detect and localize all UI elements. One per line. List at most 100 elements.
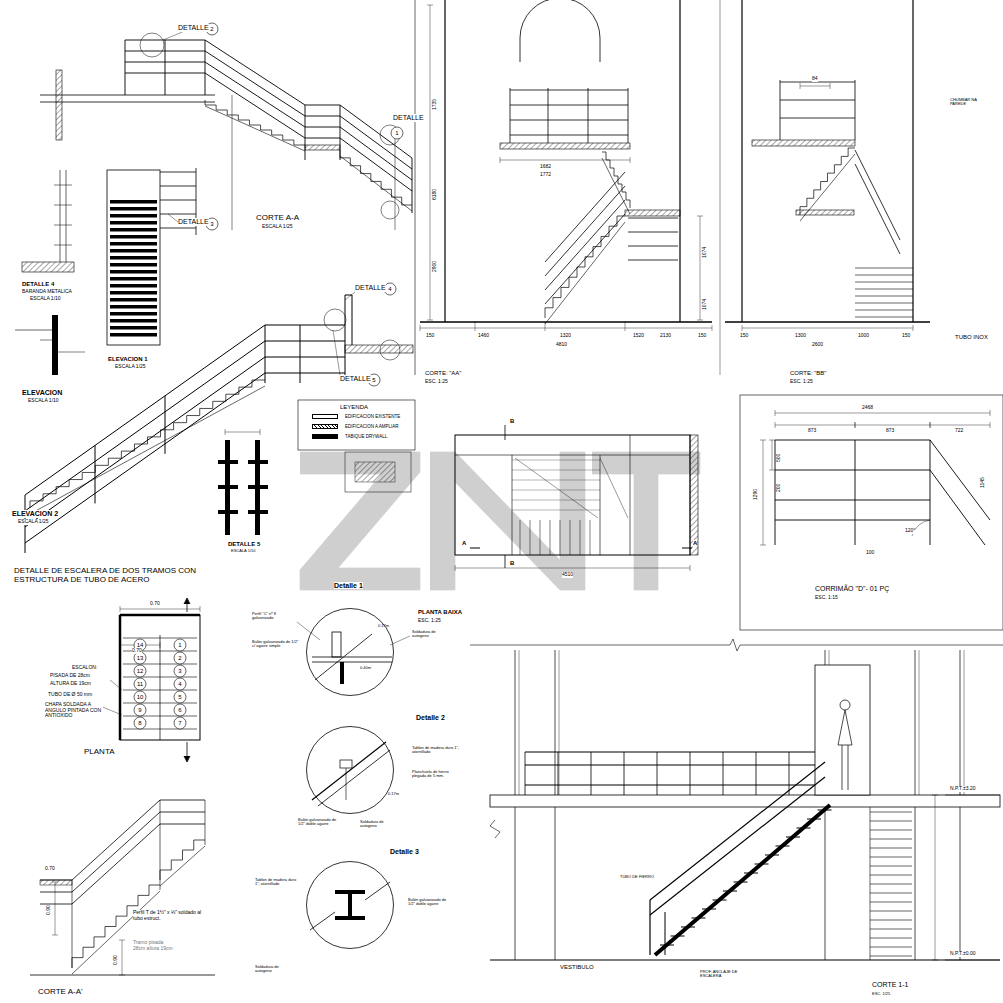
drawing-label: 0.70	[132, 648, 142, 654]
drawing-label: CORTE A-A	[256, 214, 299, 223]
drawing-line	[800, 83, 801, 89]
callout-circle	[174, 678, 186, 690]
drawing-line	[870, 902, 912, 903]
drawing-label: ELEVACION 2	[12, 510, 58, 518]
drawing-line	[160, 172, 196, 173]
detail-title: Detalle 2	[416, 714, 445, 721]
drawing-line	[772, 440, 773, 470]
drawing-line	[720, 0, 721, 375]
drawing-path	[855, 150, 900, 240]
drawing-label: 873	[808, 428, 816, 434]
drawing-label: Bulón galvanizado de 1/2" doble agarre	[298, 818, 343, 827]
drawing-line	[205, 40, 206, 95]
drawing-line	[420, 325, 421, 331]
drawing-rect	[455, 435, 690, 555]
drawing-label: N.P.T.±0.00	[950, 951, 975, 957]
drawing-line	[776, 846, 790, 847]
callout-circle	[134, 652, 146, 664]
drawing-label: CORRIMÃO "D"- 01 PÇ	[815, 585, 889, 593]
drawing-line	[628, 218, 678, 219]
drawing-line	[312, 657, 392, 658]
drawing-line	[490, 959, 1000, 960]
drawing-label: ELEVACION	[22, 389, 62, 397]
drawing-label: 2130	[660, 333, 671, 339]
drawing-line	[780, 100, 855, 101]
drawing-line	[775, 422, 776, 428]
drawing-rect	[120, 615, 200, 740]
drawing-line	[510, 105, 628, 106]
drawing-line	[232, 95, 233, 230]
drawing-line	[712, 325, 713, 331]
callout-circle	[174, 704, 186, 716]
callout-number: 13	[134, 655, 146, 662]
drawing-rect	[110, 270, 157, 274]
detail-title: Detalle 1	[334, 582, 363, 589]
drawing-line	[855, 282, 913, 283]
drawing-line	[54, 245, 72, 246]
legend-text: TABIQUE DRYWALL	[345, 434, 387, 439]
drawing-line	[760, 545, 766, 546]
drawing-line	[786, 837, 800, 838]
drawing-line	[775, 520, 930, 521]
drawing-label: ALTURA DE 19cm	[50, 681, 91, 687]
drawing-line	[855, 303, 913, 304]
callout-circle	[384, 283, 396, 295]
drawing-line	[455, 455, 690, 456]
drawing-rect	[248, 460, 268, 464]
drawing-rect	[796, 210, 854, 215]
drawing-line	[427, 320, 433, 321]
drawing-line	[520, 520, 521, 555]
drawing-line	[919, 650, 920, 795]
drawing-rect	[218, 460, 238, 464]
drawing-label: DETALLE	[178, 24, 209, 32]
drawing-rect	[40, 880, 72, 885]
legend-swatch	[312, 414, 338, 419]
drawing-line	[110, 680, 122, 690]
drawing-label: 100	[866, 550, 874, 556]
drawing-line	[628, 88, 629, 143]
drawing-path	[602, 158, 630, 214]
drawing-label: BARANDA METALICA	[22, 289, 72, 295]
drawing-line	[649, 900, 650, 955]
drawing-line	[657, 752, 658, 795]
drawing-line	[100, 706, 122, 715]
drawing-line	[855, 296, 913, 297]
callout-number: 4	[174, 681, 186, 688]
drawing-line	[455, 568, 690, 569]
drawing-line	[52, 935, 58, 936]
drawing-circle	[324, 309, 346, 331]
drawing-line	[160, 800, 161, 890]
drawing-label: ESCALON:	[72, 665, 97, 671]
drawing-line	[512, 500, 600, 501]
drawing-path	[125, 51, 412, 169]
drawing-line	[945, 795, 1000, 796]
detail-circle-outline	[307, 727, 394, 814]
drawing-rect	[335, 890, 365, 894]
drawing-path	[545, 200, 625, 290]
drawing-line	[95, 445, 96, 503]
drawing-label: 0.70	[45, 866, 55, 872]
drawing-path	[650, 777, 825, 915]
callout-number: 1	[174, 642, 186, 649]
drawing-line	[500, 157, 501, 163]
drawing-rect	[110, 333, 157, 337]
drawing-line	[775, 500, 930, 501]
drawing-line	[775, 425, 855, 426]
drawing-rect	[22, 262, 74, 272]
drawing-label: PLANTA	[84, 748, 115, 757]
detail-outline	[306, 861, 394, 949]
drawing-label: 150	[740, 333, 748, 339]
callout-number: 11	[134, 681, 146, 688]
drawing-line	[855, 440, 856, 545]
drawing-line	[15, 330, 52, 331]
detail-circle: Detalle 2	[306, 726, 394, 814]
drawing-line	[570, 520, 571, 555]
drawing-line	[713, 900, 727, 901]
drawing-path	[160, 846, 205, 886]
drawing-label: DETALLE	[178, 218, 209, 226]
drawing-label: 1074	[702, 247, 708, 258]
drawing-path	[505, 425, 506, 440]
drawing-label: DETALLE	[340, 375, 371, 383]
drawing-line	[855, 310, 913, 311]
drawing-line	[558, 752, 559, 795]
